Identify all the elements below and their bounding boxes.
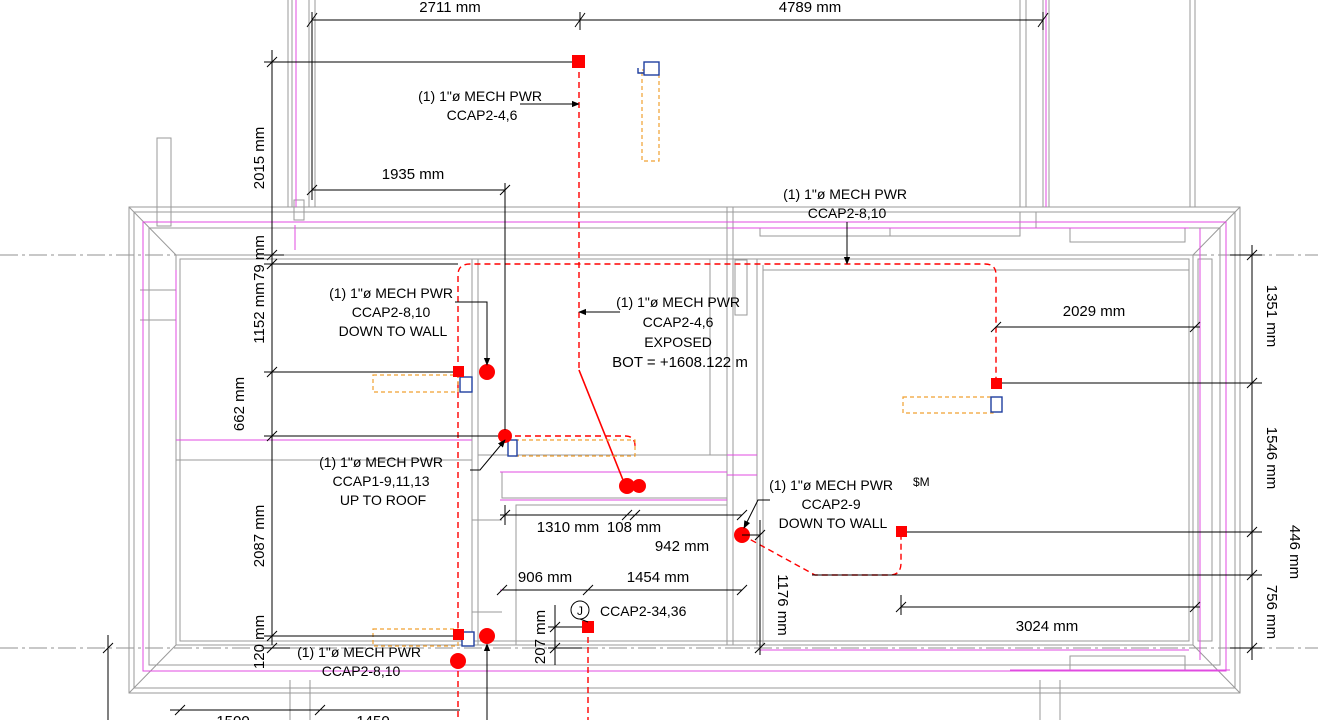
- dim-79: 79 mm: [251, 235, 268, 281]
- note-mech-pwr-upper: (1) 1"ø MECH PWR CCAP2-4,6: [418, 88, 546, 123]
- note-mech-pwr-exposed: (1) 1"ø MECH PWR CCAP2-4,6 EXPOSED BOT =…: [612, 294, 748, 371]
- magenta-layer: [142, 0, 1230, 672]
- dim-120: 120 mm: [251, 615, 268, 669]
- circuit-runs: [457, 62, 997, 720]
- dim-942: 942 mm: [655, 538, 709, 555]
- dim-1500: 1500: [216, 713, 249, 720]
- note-mech-pwr-bottom: (1) 1"ø MECH PWR CCAP2-8,10: [297, 644, 425, 679]
- note-mech-pwr-top: (1) 1"ø MECH PWR CCAP2-8,10: [783, 186, 911, 221]
- dim-1935: 1935 mm: [382, 166, 445, 183]
- dim-1310: 1310 mm: [537, 519, 600, 536]
- note-mech-pwr-left: (1) 1"ø MECH PWR CCAP2-8,10 DOWN TO WALL: [329, 285, 457, 339]
- dim-1454: 1454 mm: [627, 569, 690, 586]
- dim-2015: 2015 mm: [251, 127, 268, 190]
- dim-662: 662 mm: [231, 377, 248, 431]
- dim-906: 906 mm: [518, 569, 572, 586]
- note-mech-pwr-roof: (1) 1"ø MECH PWR CCAP1-9,11,13 UP TO ROO…: [319, 454, 447, 508]
- dim-1450: 1450: [356, 713, 389, 720]
- note-mech-pwr-right: (1) 1"ø MECH PWR CCAP2-9 DOWN TO WALL: [769, 477, 897, 531]
- dim-1176: 1176 mm: [774, 574, 791, 635]
- dim-108: 108 mm: [607, 519, 661, 536]
- dim-1351: 1351 mm: [1263, 285, 1280, 348]
- junction-box-label: J: [577, 604, 583, 618]
- disconnect-switches: [459, 61, 1003, 647]
- dim-2087: 2087 mm: [251, 505, 268, 568]
- dim-1546: 1546 mm: [1263, 427, 1280, 490]
- leader-lines: [455, 100, 851, 720]
- junction-box-symbol: [570, 600, 590, 623]
- motor-switch-symbol: $M: [913, 475, 930, 489]
- callout-notes: (1) 1"ø MECH PWR CCAP2-4,6 (1) 1"ø MECH …: [297, 88, 930, 679]
- dim-446: 446 mm: [1286, 525, 1303, 579]
- dimension-lines: [102, 12, 1262, 720]
- dim-756: 756 mm: [1263, 585, 1280, 639]
- dim-2029: 2029 mm: [1063, 303, 1126, 320]
- dim-207: 207 mm: [532, 610, 549, 664]
- dim-4789: 4789 mm: [779, 0, 842, 16]
- dim-1152: 1152 mm: [251, 282, 268, 343]
- dim-2711: 2711 mm: [419, 0, 480, 16]
- junction-box-circuit: CCAP2-34,36: [600, 603, 687, 619]
- dimension-labels: 2711 mm 4789 mm 1935 mm 2015 mm 79 mm 11…: [216, 0, 1303, 720]
- power-outlets: [450, 55, 1002, 669]
- dim-3024: 3024 mm: [1016, 618, 1079, 635]
